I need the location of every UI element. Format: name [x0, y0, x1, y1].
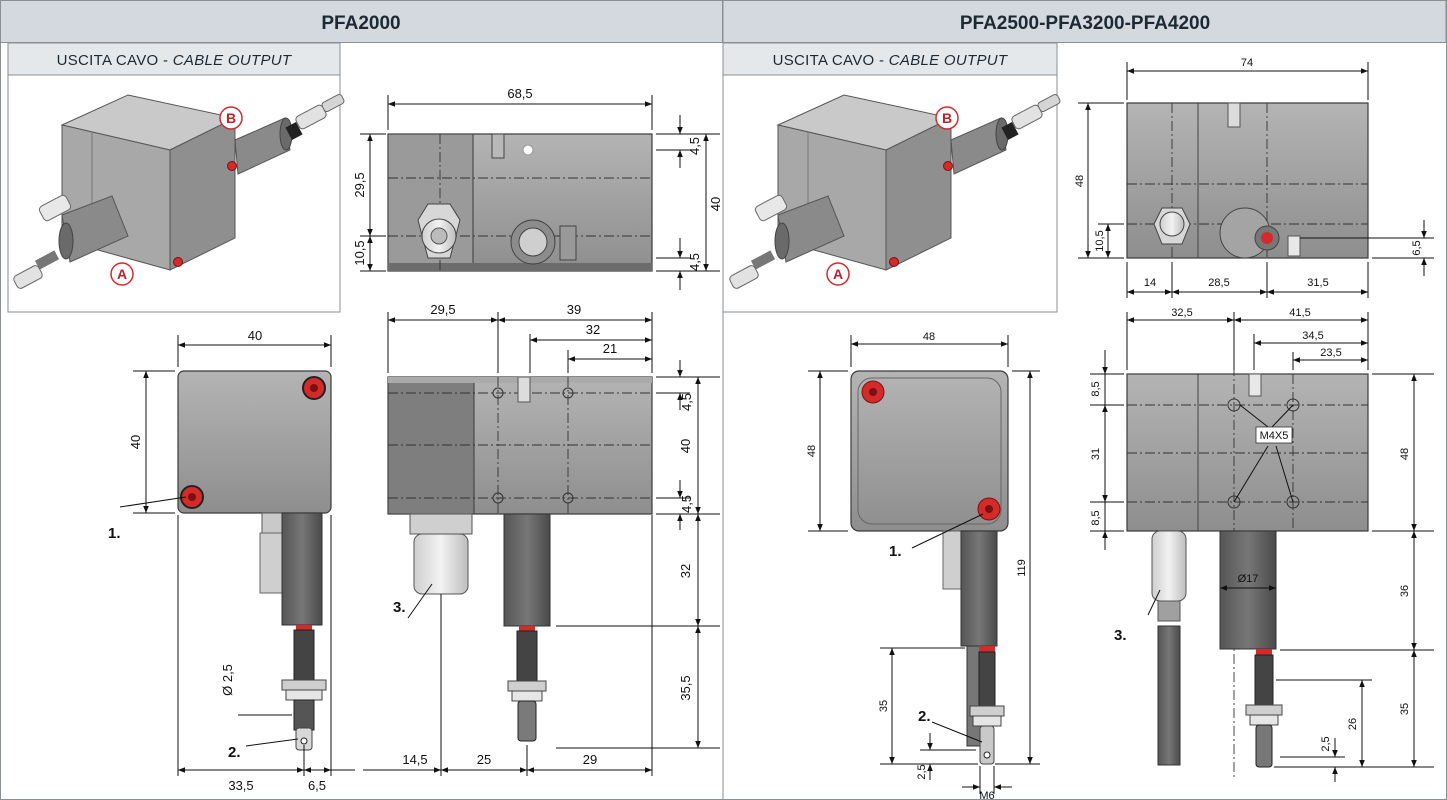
dim-side-r4-left: 32: [678, 564, 693, 578]
right-panel-title: PFA2500-PFA3200-PFA4200: [960, 13, 1210, 34]
dim-side-d-right: 23,5: [1320, 347, 1341, 359]
pfa-large-side-view-dims: [1090, 312, 1434, 782]
dim-side-a-right: 32,5: [1171, 307, 1192, 319]
isometric-view-left: [13, 93, 345, 289]
dim-front-width-left: 40: [248, 328, 262, 343]
dim-side-bottom-b-left: 25: [477, 752, 491, 767]
dim-side-r3-left: 4,5: [679, 495, 694, 513]
dim-side-r1-right: 36: [1399, 585, 1411, 597]
dim-front-bottom-a: 33,5: [228, 778, 253, 793]
dim-top-height-right: 48: [1074, 175, 1086, 187]
dim-top-width-left: 68,5: [507, 86, 532, 101]
dim-top-r-right: 6,5: [1411, 240, 1423, 255]
dim-top-right-a: 4,5: [687, 137, 702, 155]
dim-top-width-right: 74: [1241, 57, 1253, 69]
dim-side-l1-right: 8,5: [1090, 381, 1102, 396]
pfa2000-top-view-dims: [360, 95, 720, 290]
dim-pin-gap-right: 2,5: [916, 764, 928, 779]
pfa-large-side-view: [1126, 330, 1369, 780]
left-cable-output-label: USCITA CAVO - CABLE OUTPUT: [57, 52, 293, 69]
dim-side-a-left: 29,5: [430, 302, 455, 317]
label-b-right: B: [942, 110, 952, 126]
dim-front-bottom-b: 6,5: [308, 778, 326, 793]
label-a-right: A: [833, 266, 843, 282]
dim-side-c-left: 32: [586, 322, 600, 337]
pfa-large-front-view-dims: [808, 335, 1040, 794]
dim-side-r1-left: 4,5: [679, 393, 694, 411]
pfa2000-front-view: [177, 370, 332, 751]
dim-top-height-total: 40: [708, 197, 723, 211]
dim-top-right-b: 4,5: [687, 253, 702, 271]
left-panel-title: PFA2000: [321, 13, 400, 34]
dim-side-b-right: 41,5: [1289, 307, 1310, 319]
right-cable-output-label: USCITA CAVO - CABLE OUTPUT: [773, 52, 1009, 69]
dim-side-b-left: 39: [567, 302, 581, 317]
callout-3-left: 3.: [393, 599, 406, 616]
dim-side-r4-right: 2,5: [1320, 736, 1332, 751]
callout-1-right: 1.: [889, 543, 902, 560]
dim-top-bottom-b-right: 28,5: [1208, 277, 1229, 289]
dim-side-l3-right: 8,5: [1090, 510, 1102, 525]
dim-side-d-left: 21: [603, 341, 617, 356]
dim-side-r5-left: 35,5: [678, 675, 693, 700]
dim-tube-diameter-right: Ø17: [1238, 573, 1259, 585]
dim-side-r2-right: 35: [1399, 703, 1411, 715]
dim-side-bottom-c-left: 29: [583, 752, 597, 767]
pfa2000-side-view-dims: [363, 312, 720, 776]
dim-top-height-left-b: 10,5: [352, 240, 367, 265]
pfa-large-top-view-dims: [1078, 62, 1434, 298]
dim-side-r2-left: 40: [678, 439, 693, 453]
dim-front-height-right: 48: [806, 445, 818, 457]
dim-top-height-left-a: 29,5: [352, 172, 367, 197]
pfa-large-front-view: [850, 370, 1009, 765]
dim-front-height-left: 40: [128, 435, 143, 449]
pfa2000-front-view-dims: [119, 335, 355, 776]
dim-top-bottom-c-right: 31,5: [1307, 277, 1328, 289]
callout-1-left: 1.: [108, 525, 121, 542]
dim-side-bottom-a-left: 14,5: [402, 752, 427, 767]
dim-thread-right: M6: [979, 790, 994, 800]
dim-pin-length-right: 35: [878, 700, 890, 712]
dim-top-bottom-a-right: 14: [1144, 277, 1156, 289]
dim-side-r3-right: 26: [1347, 718, 1359, 730]
dim-top-low-right: 10,5: [1094, 230, 1106, 251]
dim-front-width-right: 48: [923, 331, 935, 343]
hole-spec-box: [1255, 426, 1293, 444]
hole-spec-label: M4X5: [1260, 430, 1289, 442]
pfa-large-top-view: [1126, 102, 1369, 259]
pfa2000-top-view: [387, 133, 653, 272]
callout-3-right: 3.: [1114, 627, 1127, 644]
callout-2-right: 2.: [918, 708, 931, 725]
dim-overall-right: 119: [1016, 559, 1028, 577]
dim-pin-diameter: Ø 2,5: [220, 664, 235, 696]
label-b-left: B: [226, 110, 236, 126]
pfa2000-side-view: [387, 376, 653, 742]
dim-side-height-right: 48: [1399, 448, 1411, 460]
label-a-left: A: [117, 266, 127, 282]
callout-2-left: 2.: [228, 744, 241, 761]
dim-side-l2-right: 31: [1090, 448, 1102, 460]
dim-side-c-right: 34,5: [1302, 330, 1323, 342]
